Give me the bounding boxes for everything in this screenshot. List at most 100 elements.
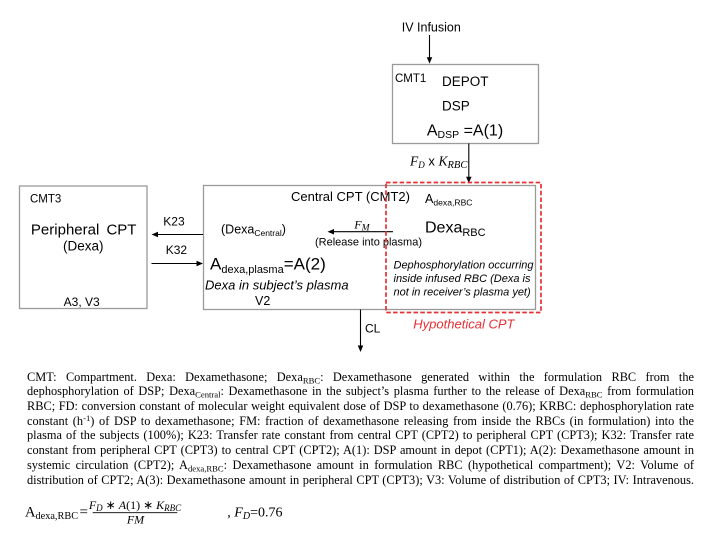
amount-symbol: A	[118, 498, 127, 512]
constant-symbol: F	[233, 506, 243, 521]
fd-subscript: D	[417, 160, 425, 170]
caption-subscript: Central	[195, 389, 221, 400]
equation-constant: , FD=0.76	[227, 506, 282, 523]
constant-value: =0.76	[250, 506, 282, 521]
species-open: (Dexa	[221, 223, 254, 237]
species-subscript: Central	[254, 228, 282, 238]
equation-denominator: FM	[126, 513, 145, 527]
fm-symbol: F	[353, 217, 362, 231]
caption-text: dephosphorylation of DSP; Dexa	[27, 384, 196, 399]
caption-text: : Dexamethasone amount in formulation RB…	[223, 457, 694, 472]
rbc-species-label: DexaRBC	[425, 220, 486, 240]
central-amount: Adexa,plasma=A(2)	[210, 255, 326, 276]
intercompartmental-transfer: K23 K32	[151, 215, 203, 267]
constant-separator: ,	[227, 506, 234, 521]
k23-label: K23	[163, 215, 185, 229]
caption-text: CMT: Compartment. Dexa: Dexamethasone; D…	[27, 369, 303, 384]
caption-text: plasma of the subjects (100%); K23: Tran…	[27, 428, 694, 443]
multiply-operator: x	[425, 154, 439, 169]
infusion-label: IV Infusion	[402, 21, 461, 35]
caption-text: ) of DSP to dexamethasone; FM: fraction …	[90, 413, 694, 428]
k32-label: K32	[166, 243, 188, 257]
rbc-note-line: not in receiver’s plasma yet)	[394, 287, 531, 299]
depot-compartment-title: DEPOT	[442, 74, 489, 89]
peripheral-parameters: A3, V3	[64, 295, 100, 309]
amount-subscript: dexa,RBC	[433, 198, 472, 208]
caption-text: systemic circulation (CPT2); A	[27, 457, 188, 472]
caption-subscript: RBC	[585, 389, 603, 400]
amount-subscript: DSP	[438, 129, 460, 141]
caption-line: systemic circulation (CPT2); Adexa,RBC: …	[27, 458, 694, 473]
arrow-down-icon	[426, 57, 433, 64]
central-compartment-title: Central CPT (CMT2)	[291, 189, 410, 204]
depot-drug-label: DSP	[442, 98, 470, 113]
lhs-subscript: dexa,RBC	[35, 511, 78, 522]
amount-symbol: A	[210, 255, 222, 274]
caption-line: constant from peripheral CPT (CPT3) to c…	[27, 443, 694, 458]
krbc-symbol: K	[437, 154, 448, 169]
clearance-label: CL	[365, 322, 381, 336]
krbc-subscript: RBC	[447, 160, 469, 171]
figure-caption: CMT: Compartment. Dexa: Dexamethasone; D…	[27, 370, 694, 488]
fd-subscript: D	[95, 503, 103, 513]
caption-line: constant (h-1) of DSP to dexamethasone; …	[27, 414, 694, 429]
fd-symbol: F	[88, 498, 97, 512]
species-close: )	[282, 223, 286, 237]
equation-numerator: FD ∗ A(1) ∗ KRBC	[88, 498, 182, 513]
species-main: Dexa	[425, 220, 462, 237]
equation-lhs: Adexa,RBC	[25, 505, 78, 523]
arrow-right-icon	[196, 260, 203, 267]
peripheral-compartment-id: CMT3	[30, 193, 61, 205]
amount-expression: =A(2)	[284, 255, 326, 274]
multiply-operator: ∗	[140, 498, 156, 512]
infusion-input: IV Infusion	[402, 21, 461, 64]
release-flow: FM (Release into plasma)	[315, 217, 422, 248]
dephosphorylation-flow: FD x KRBC	[409, 143, 472, 183]
arrow-down-icon	[357, 345, 364, 352]
arrow-left-icon	[151, 231, 158, 238]
equation: Adexa,RBC = FD ∗ A(1) ∗ KRBC FM , FD=0.7…	[25, 498, 283, 527]
caption-superscript: -1	[83, 412, 91, 423]
hypothetical-compartment-border	[385, 181, 542, 314]
caption-line: dephosphorylation of DSP; DexaCentral: D…	[27, 384, 694, 399]
peripheral-species-label: (Dexa)	[63, 238, 104, 253]
multiply-operator: ∗	[103, 498, 119, 512]
central-compartment-box	[202, 184, 537, 311]
caption-subscript: RBC	[302, 375, 321, 386]
caption-subscript: dexa,RBC	[187, 463, 224, 474]
rbc-amount: Adexa,RBC	[425, 192, 473, 208]
caption-text: constant from peripheral CPT (CPT3) to c…	[27, 443, 694, 458]
caption-text: RBC; FD: conversion constant of molecula…	[27, 399, 694, 414]
depot-amount: ADSP =A(1)	[427, 122, 503, 141]
amount-expression: =A(1)	[459, 122, 503, 139]
peripheral-compartment-title: Peripheral CPT	[31, 221, 137, 238]
central-compartment: Central CPT (CMT2) (DexaCentral) Adexa,p…	[202, 184, 537, 311]
amount-symbol: A	[427, 122, 438, 139]
species-subscript: RBC	[462, 227, 485, 239]
hypothetical-compartment-label: Hypothetical CPT	[413, 316, 515, 331]
caption-line: CMT: Compartment. Dexa: Dexamethasone; D…	[27, 370, 694, 385]
elimination: CL	[357, 309, 381, 352]
caption-text: : Dexamethasone in the subject’s plasma …	[220, 384, 586, 399]
fm-subscript: M	[361, 223, 371, 233]
arrow-left-icon	[327, 228, 334, 235]
krbc-subscript: RBC	[163, 503, 182, 513]
amount-subscript: dexa,plasma	[221, 264, 284, 276]
peripheral-compartment: CMT3 Peripheral CPT (Dexa) A3, V3	[18, 185, 148, 310]
constant-subscript: D	[242, 511, 251, 522]
rbc-note-line: inside infused RBC (Dexa is	[394, 273, 531, 285]
conversion-rate-label: FD x KRBC	[409, 154, 468, 172]
caption-text: : Dexamethasone generated within the for…	[320, 369, 694, 384]
release-label: (Release into plasma)	[315, 236, 422, 248]
caption-line: distribution of CPT2; A(3): Dexamethason…	[27, 473, 694, 488]
equation-equals-sign: =	[80, 504, 88, 520]
caption-text: constant (h	[27, 413, 84, 428]
lhs-symbol: A	[25, 505, 36, 521]
depot-compartment-box	[391, 63, 540, 145]
krbc-symbol: K	[155, 498, 165, 512]
depot-compartment-id: CMT1	[395, 73, 426, 85]
central-volume: V2	[255, 294, 270, 308]
rbc-note-line: Dephosphorylation occurring	[394, 259, 535, 271]
amount-argument: (1)	[126, 498, 140, 512]
